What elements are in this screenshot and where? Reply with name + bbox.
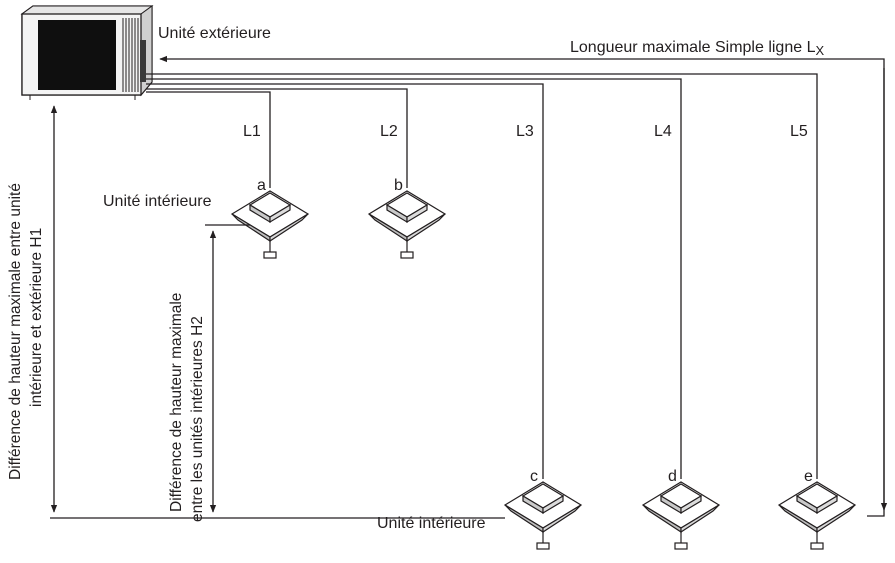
h2-label: Différence de hauteur maximale entre les… xyxy=(168,293,206,522)
unit-letter-e: e xyxy=(804,468,813,485)
svg-text:entre les unités intérieures H: entre les unités intérieures H2 xyxy=(189,316,206,522)
pipe-label-l2: L2 xyxy=(380,123,398,140)
pipe-label-l4: L4 xyxy=(654,123,672,140)
svg-text:Différence de hauteur maximale: Différence de hauteur maximale xyxy=(168,293,185,512)
h1-label: Différence de hauteur maximale entre uni… xyxy=(7,183,45,480)
indoor-cassette-unit-icon xyxy=(642,481,720,550)
pipe-label-l5: L5 xyxy=(790,123,808,140)
unit-letter-a: a xyxy=(257,177,266,194)
pipe-label-l1: L1 xyxy=(243,123,261,140)
svg-text:Différence de hauteur maximale: Différence de hauteur maximale entre uni… xyxy=(7,183,24,480)
max-length-label: Longueur maximale Simple ligne LX xyxy=(570,39,824,58)
pipe-label-l3: L3 xyxy=(516,123,534,140)
outdoor-unit-label: Unité extérieure xyxy=(158,25,271,42)
piping-lines xyxy=(146,55,888,517)
unit-letter-d: d xyxy=(668,468,677,485)
indoor-cassette-unit-icon xyxy=(368,190,446,259)
indoor-cassette-unit-icon xyxy=(778,481,856,550)
unit-letter-b: b xyxy=(394,177,403,194)
indoor-cassette-unit-icon xyxy=(504,481,582,550)
outdoor-unit-icon xyxy=(20,5,154,100)
svg-text:intérieure et extérieure H1: intérieure et extérieure H1 xyxy=(28,228,45,407)
unit-letter-c: c xyxy=(530,468,538,485)
indoor-unit-label-upper: Unité intérieure xyxy=(103,193,212,210)
height-reference-lines xyxy=(50,224,505,519)
indoor-unit-label-lower: Unité intérieure xyxy=(377,515,486,532)
